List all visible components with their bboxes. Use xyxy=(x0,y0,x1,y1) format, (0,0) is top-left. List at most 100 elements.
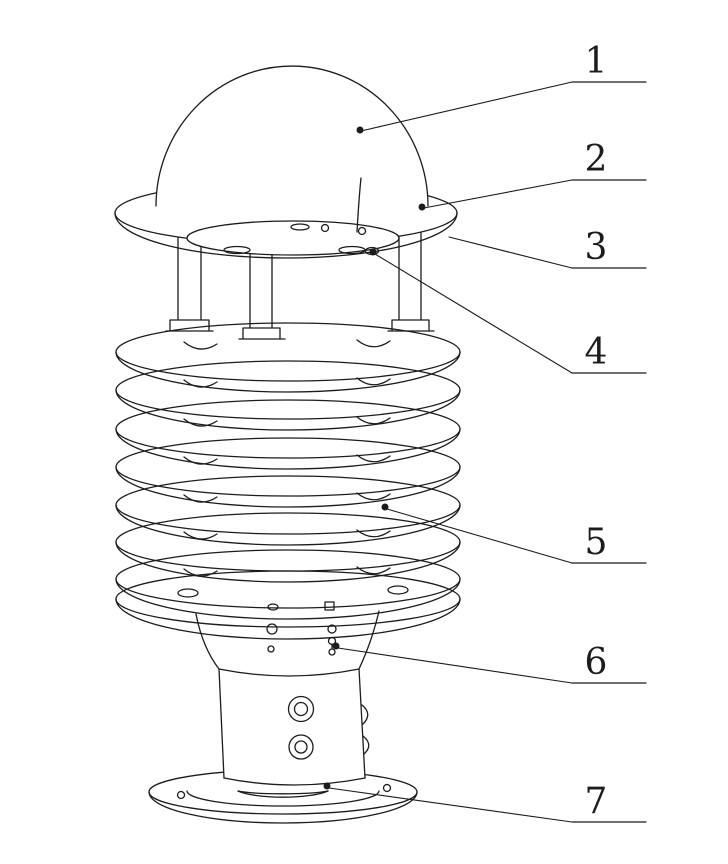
louver-vent-left xyxy=(183,341,218,350)
connector-port-upper-inner xyxy=(293,701,309,717)
louver-lip xyxy=(115,389,461,431)
callout-7: 7 xyxy=(323,781,647,823)
cylinder-right-edge xyxy=(358,668,366,779)
louver-lip xyxy=(115,351,461,393)
deck-port-a xyxy=(320,223,330,233)
louver-vent-right xyxy=(356,529,391,538)
shield-base-plate xyxy=(115,570,461,640)
post-middle xyxy=(238,241,286,340)
deck-surface xyxy=(186,220,400,256)
flange-lip xyxy=(148,791,418,824)
deck-port-b xyxy=(357,226,367,236)
indicator-light-small xyxy=(267,645,275,653)
base-pad-right xyxy=(387,585,409,595)
base-pad-left xyxy=(177,588,199,598)
louver-vent-right xyxy=(356,377,391,386)
callout-number-7: 7 xyxy=(585,781,608,822)
louver-ring xyxy=(115,475,461,546)
body-cylinder xyxy=(218,668,370,786)
base-plate-lip xyxy=(115,598,461,640)
louver-ring xyxy=(115,322,461,393)
louver-ring xyxy=(115,549,461,620)
louver-lip xyxy=(115,578,461,620)
post-right xyxy=(387,231,435,332)
leader-line-1 xyxy=(360,81,573,132)
switch-block xyxy=(324,601,335,611)
louver-top-edge xyxy=(115,360,461,420)
louver-vent-left xyxy=(183,568,218,577)
sensor-deck xyxy=(186,220,400,256)
flange-inner-ring xyxy=(186,790,380,807)
side-tab-upper xyxy=(361,704,369,725)
neck-right-edge xyxy=(358,610,380,670)
collar-lip xyxy=(114,212,458,259)
callout-dot-6 xyxy=(332,642,340,650)
callout-3: 3 xyxy=(448,227,647,269)
louver-vent-right xyxy=(356,566,391,575)
connector-port-lower-inner xyxy=(294,740,308,754)
leader-line-2 xyxy=(423,179,573,209)
callout-4: 4 xyxy=(369,248,647,374)
flange-slot-lower xyxy=(237,790,329,798)
flange-details xyxy=(176,783,392,807)
callout-number-5: 5 xyxy=(585,522,608,563)
callout-number-2: 2 xyxy=(585,139,608,180)
flange-slot-upper xyxy=(237,790,329,795)
louver-stack xyxy=(115,322,461,620)
cylinder-left-edge xyxy=(218,668,225,779)
toggle-head xyxy=(327,624,337,634)
post-left xyxy=(165,231,214,332)
mounting-posts xyxy=(165,231,435,340)
callout-dot-2 xyxy=(418,203,426,211)
callout-dot-7 xyxy=(323,782,331,790)
cylinder-bottom-edge xyxy=(223,777,366,786)
louver-vent-left xyxy=(183,418,218,427)
deck-slot-right xyxy=(338,245,366,255)
leader-line-4 xyxy=(374,253,573,374)
callout-number-3: 3 xyxy=(585,227,608,268)
louver-ring xyxy=(115,399,461,470)
louver-vent-left xyxy=(183,531,218,540)
mounting-hole-right xyxy=(382,783,392,793)
deck-slot-left xyxy=(223,245,251,255)
louver-lip xyxy=(115,504,461,546)
callout-dot-4 xyxy=(369,248,377,256)
dome-seam xyxy=(356,177,362,233)
leader-line-7 xyxy=(328,787,573,823)
side-tab-lower xyxy=(362,735,370,755)
louver-top-edge xyxy=(115,512,461,572)
louver-ring xyxy=(115,437,461,508)
louver-vent-right xyxy=(356,454,391,463)
louver-vent-right xyxy=(356,339,391,348)
louver-lip xyxy=(115,466,461,508)
callout-dot-1 xyxy=(356,126,364,134)
louver-vent-left xyxy=(183,494,218,503)
callout-dot-5 xyxy=(381,503,389,511)
leader-line-3 xyxy=(448,236,573,269)
louver-top-edge xyxy=(115,322,461,382)
louver-lip xyxy=(115,428,461,470)
louver-vent-left xyxy=(183,456,218,465)
connector-port-upper-outer xyxy=(287,695,315,723)
neck-section xyxy=(195,601,380,670)
indicator-light-large xyxy=(266,623,278,635)
callout-5: 5 xyxy=(381,503,647,564)
indicator-slot xyxy=(267,603,279,611)
callout-number-6: 6 xyxy=(585,642,608,683)
connector-port-lower-outer xyxy=(288,734,314,760)
callout-6: 6 xyxy=(332,642,647,684)
callout-2: 2 xyxy=(418,139,647,211)
callouts: 1 2 3 4 5 xyxy=(323,41,647,823)
callout-number-4: 4 xyxy=(585,332,608,373)
louver-top-edge xyxy=(115,475,461,535)
cylinder-top-joint xyxy=(218,668,360,677)
mounting-hole-left xyxy=(176,790,186,800)
louver-top-edge xyxy=(115,399,461,459)
cylinder-fill xyxy=(219,669,365,785)
louver-ring xyxy=(115,360,461,431)
dome-outline xyxy=(155,65,429,207)
callout-1: 1 xyxy=(356,41,647,134)
leader-line-5 xyxy=(386,508,573,564)
